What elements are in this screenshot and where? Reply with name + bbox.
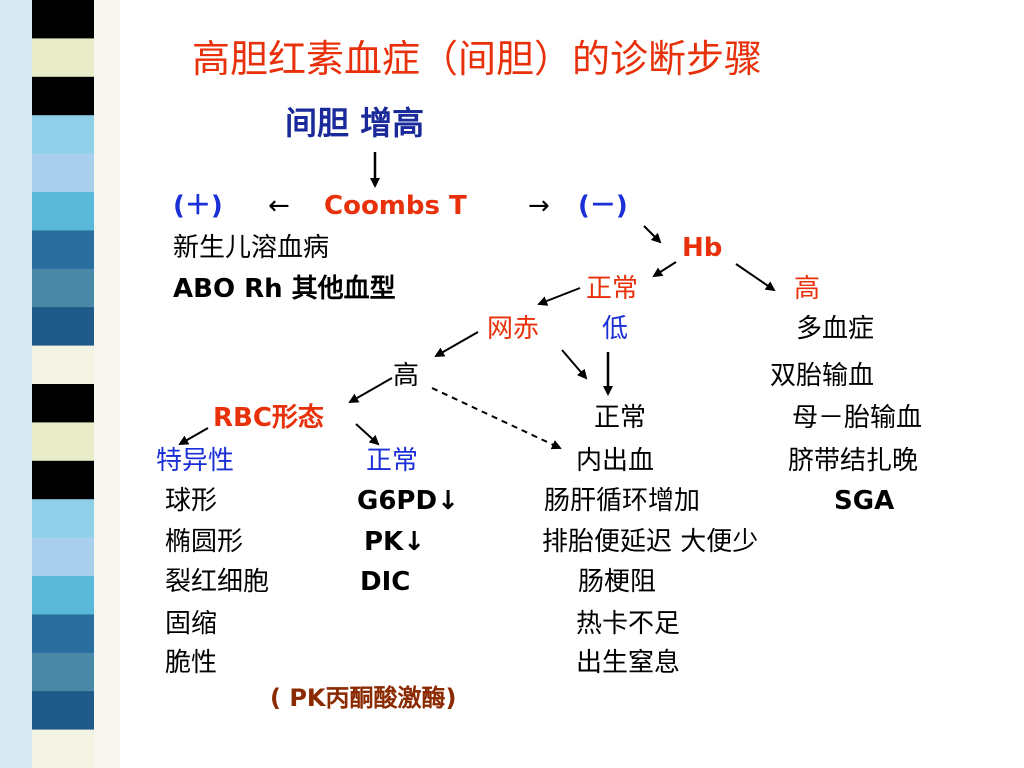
stripe-block bbox=[32, 422, 94, 462]
cause-delayed-meconium: 排胎便延迟 大便少 bbox=[542, 527, 759, 557]
page-title: 高胆红素血症（间胆）的诊断步骤 bbox=[192, 37, 763, 81]
blood-types: ABO Rh 其他血型 bbox=[173, 274, 396, 304]
arrow-hb-to-normal bbox=[652, 261, 677, 278]
retic-low: 低 bbox=[602, 314, 629, 344]
normal-dic: DIC bbox=[360, 567, 411, 597]
stripe-block bbox=[32, 38, 94, 78]
hb-normal: 正常 bbox=[586, 274, 639, 304]
coombs-test: Coombs T bbox=[324, 191, 467, 221]
arrow-negative-to-hb bbox=[643, 225, 662, 244]
stripe-block bbox=[32, 384, 94, 423]
stripe-block bbox=[32, 268, 94, 308]
stripe-block bbox=[32, 0, 94, 39]
cause-internal-bleeding: 内出血 bbox=[576, 446, 655, 476]
arrow-rbc-to-specific bbox=[178, 427, 209, 445]
stripe-block bbox=[32, 576, 94, 615]
stripe-block bbox=[32, 115, 94, 155]
arrow-high-to-rbc bbox=[348, 377, 393, 403]
normal-g6pd: G6PD↓ bbox=[357, 486, 459, 516]
arrow-high-to-bleeding bbox=[431, 387, 562, 450]
stripe-block bbox=[32, 537, 94, 577]
coombs-positive: (＋) bbox=[173, 191, 223, 221]
stripe-block bbox=[32, 230, 94, 270]
cause-polycythemia: 多血症 bbox=[796, 314, 875, 344]
specific-schistocyte: 裂红细胞 bbox=[165, 567, 270, 597]
arrow-retic-to-low-path bbox=[561, 349, 588, 380]
specific-pyknocyte: 固缩 bbox=[165, 609, 218, 639]
retic-normal-node: 正常 bbox=[594, 403, 647, 433]
coombs-right-arrow: → bbox=[528, 191, 550, 221]
specific-elliptocyte: 椭圆形 bbox=[165, 527, 244, 557]
rbc-normal: 正常 bbox=[366, 446, 419, 476]
hb-high: 高 bbox=[794, 274, 821, 304]
cause-sga: SGA bbox=[834, 486, 895, 516]
stripe-block bbox=[32, 345, 94, 385]
stripe-block bbox=[32, 614, 94, 654]
decorative-stripe bbox=[0, 0, 120, 768]
rbc-specific: 特异性 bbox=[156, 446, 235, 476]
rbc-morphology: RBC形态 bbox=[213, 403, 324, 433]
stripe-block bbox=[32, 192, 94, 231]
arrow-hb-to-high bbox=[735, 263, 776, 292]
cause-low-calories: 热卡不足 bbox=[576, 609, 681, 639]
cause-maternal-fetal: 母－胎输血 bbox=[792, 403, 923, 433]
normal-pk: PK↓ bbox=[364, 527, 425, 557]
retic-node: 网赤 bbox=[487, 314, 540, 344]
hemolytic-disease: 新生儿溶血病 bbox=[173, 233, 330, 263]
coombs-negative: (－) bbox=[578, 191, 628, 221]
arrow-rbc-to-normal bbox=[355, 423, 380, 446]
hb-node: Hb bbox=[682, 233, 723, 263]
stripe-block bbox=[32, 460, 94, 500]
start-node: 间胆 增高 bbox=[285, 104, 425, 142]
specific-fragility: 脆性 bbox=[165, 648, 218, 678]
cause-enterohepatic: 肠肝循环增加 bbox=[544, 486, 701, 516]
pk-note: ( PK丙酮酸激酶) bbox=[270, 684, 457, 712]
arrow-normal-to-retic bbox=[537, 287, 581, 306]
arrow-retic-to-high bbox=[434, 331, 479, 357]
stripe-block bbox=[32, 153, 94, 193]
stripe-block bbox=[32, 729, 94, 768]
specific-spherocyte: 球形 bbox=[165, 486, 218, 516]
stripe-block bbox=[32, 499, 94, 539]
cause-twin-transfusion: 双胎输血 bbox=[770, 361, 875, 391]
cause-intestinal-obstruction: 肠梗阻 bbox=[578, 567, 657, 597]
stripe-block bbox=[32, 76, 94, 116]
stripe-block bbox=[32, 652, 94, 692]
stripe-block bbox=[32, 691, 94, 731]
stripe-block bbox=[32, 307, 94, 347]
cause-birth-asphyxia: 出生窒息 bbox=[576, 648, 681, 678]
retic-high: 高 bbox=[393, 361, 420, 391]
cause-late-clamping: 脐带结扎晚 bbox=[788, 446, 919, 476]
coombs-left-arrow: ← bbox=[268, 191, 290, 221]
